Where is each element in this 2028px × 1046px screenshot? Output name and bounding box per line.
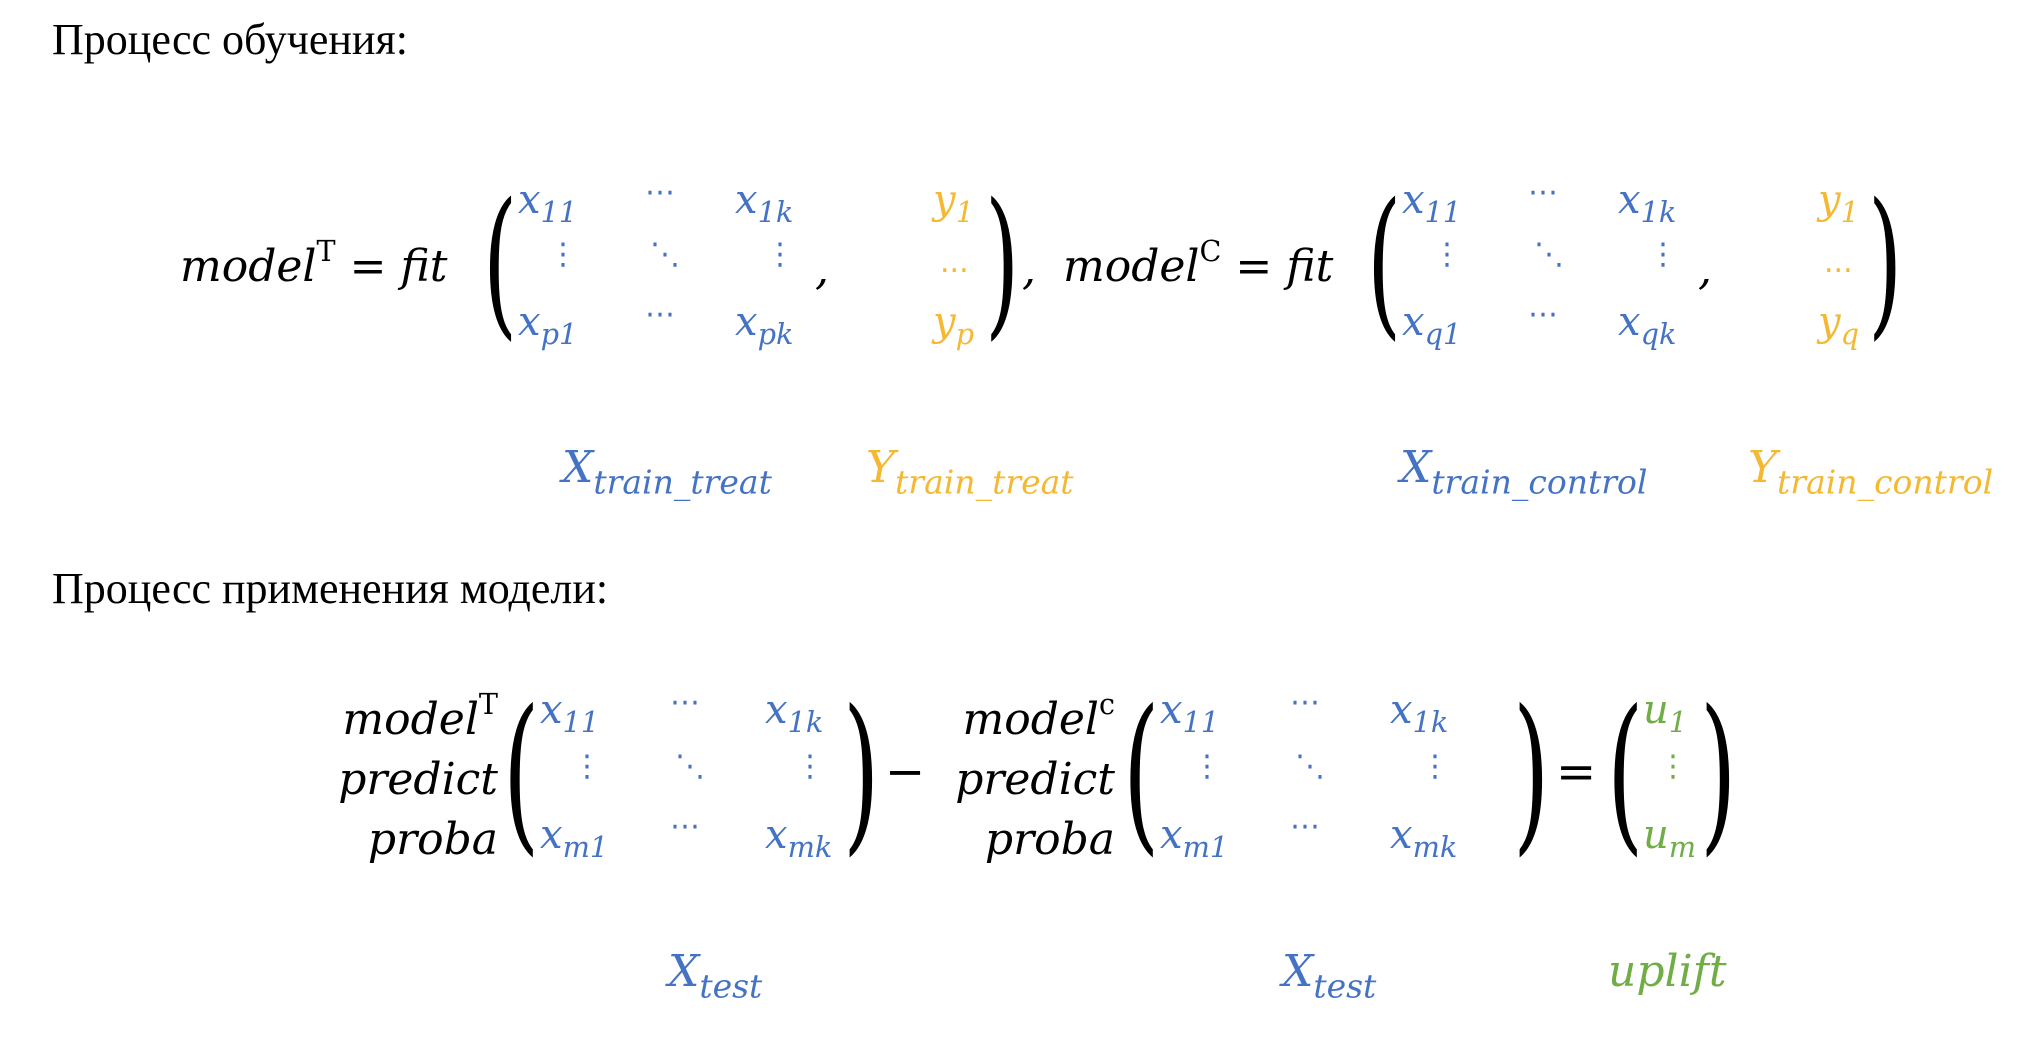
hdots: ⋯ xyxy=(1528,297,1558,332)
y-cell: yq xyxy=(1818,299,1860,352)
left-paren: ( xyxy=(1123,674,1160,872)
ddots: ⋱ xyxy=(675,749,705,784)
left-paren: ( xyxy=(503,674,540,872)
model-t-sup: T xyxy=(316,233,336,268)
model-c-term: modelC = fit xyxy=(1063,237,1333,289)
model-c-text: model xyxy=(1063,241,1200,292)
matrix-cell: xqk xyxy=(1618,299,1677,352)
model-t-text: model xyxy=(180,241,317,292)
comma: , xyxy=(1698,244,1712,295)
matrix-cell: x1k xyxy=(1390,687,1449,740)
matrix-cell: x1k xyxy=(1618,177,1677,230)
left-model-stack: modelT predict proba xyxy=(338,686,498,865)
hdots: ⋯ xyxy=(670,685,700,720)
matrix-cell: xpk xyxy=(735,299,794,352)
matrix-cell: x1k xyxy=(735,177,794,230)
label-x-test: Xtest xyxy=(1282,946,1377,1006)
matrix-cell: xm1 xyxy=(1160,812,1229,865)
right-paren: ) xyxy=(985,168,1020,355)
hdots: ⋯ xyxy=(1290,685,1320,720)
left-paren: ( xyxy=(1367,168,1402,355)
label-y-train-control: Ytrain_control xyxy=(1748,442,1994,502)
fit-text: fit xyxy=(1286,241,1334,292)
hdots: ⋯ xyxy=(1528,175,1558,210)
left-paren: ( xyxy=(483,168,518,355)
ddots: ⋱ xyxy=(1295,749,1325,784)
fit-text: fit xyxy=(400,241,448,292)
hdots: ⋯ xyxy=(1290,809,1320,844)
vdots: ⋮ xyxy=(572,749,602,784)
matrix-cell: x11 xyxy=(518,177,578,230)
model-c-sup: C xyxy=(1199,233,1222,268)
y-cell: yp xyxy=(933,299,975,352)
equals-sign: = xyxy=(349,241,387,292)
matrix-cell: xmk xyxy=(1390,812,1458,865)
y-cell: y1 xyxy=(1818,177,1859,230)
vdots: ⋮ xyxy=(1192,749,1222,784)
vdots: ⋮ xyxy=(548,237,578,272)
vdots: ⋮ xyxy=(1420,749,1450,784)
vdots: ⋮ xyxy=(795,749,825,784)
label-uplift: uplift xyxy=(1608,946,1727,997)
right-paren: ) xyxy=(1513,674,1550,872)
right-model-stack: modelc predict proba xyxy=(955,686,1115,865)
y-cell: y1 xyxy=(933,177,974,230)
hdots: ⋯ xyxy=(645,297,675,332)
right-paren: ) xyxy=(1700,674,1737,872)
equals-sign: = xyxy=(1235,241,1273,292)
label-y-train-treat: Ytrain_treat xyxy=(866,442,1074,502)
y-dots: ... xyxy=(940,245,969,280)
right-paren: ) xyxy=(843,674,880,872)
matrix-cell: x11 xyxy=(1402,177,1462,230)
training-heading: Процесс обучения: xyxy=(52,15,408,64)
matrix-cell: xm1 xyxy=(540,812,609,865)
matrix-cell: xp1 xyxy=(518,299,578,352)
matrix-cell: xq1 xyxy=(1402,299,1462,352)
minus-sign: − xyxy=(885,744,926,800)
y-dots: ... xyxy=(1824,245,1853,280)
label-x-test: Xtest xyxy=(668,946,763,1006)
left-paren: ( xyxy=(1607,674,1644,872)
ddots: ⋱ xyxy=(1534,237,1564,272)
comma: , xyxy=(1022,244,1036,295)
label-x-train-treat: Xtrain_treat xyxy=(562,442,772,502)
matrix-cell: x11 xyxy=(1160,687,1220,740)
hdots: ⋯ xyxy=(670,809,700,844)
hdots: ⋯ xyxy=(645,175,675,210)
uplift-cell: u1 xyxy=(1643,687,1688,740)
applying-heading: Процесс применения модели: xyxy=(52,564,609,613)
right-paren: ) xyxy=(1868,168,1903,355)
label-x-train-control: Xtrain_control xyxy=(1400,442,1648,502)
vdots: ⋮ xyxy=(1658,749,1688,784)
matrix-cell: x11 xyxy=(540,687,600,740)
ddots: ⋱ xyxy=(650,237,680,272)
matrix-cell: x1k xyxy=(765,687,824,740)
matrix-cell: xmk xyxy=(765,812,833,865)
comma: , xyxy=(815,244,829,295)
equals-sign: = xyxy=(1556,744,1597,800)
vdots: ⋮ xyxy=(1432,237,1462,272)
uplift-cell: um xyxy=(1643,812,1697,865)
vdots: ⋮ xyxy=(1648,237,1678,272)
vdots: ⋮ xyxy=(765,237,795,272)
model-t-term: modelT = fit xyxy=(180,237,447,289)
